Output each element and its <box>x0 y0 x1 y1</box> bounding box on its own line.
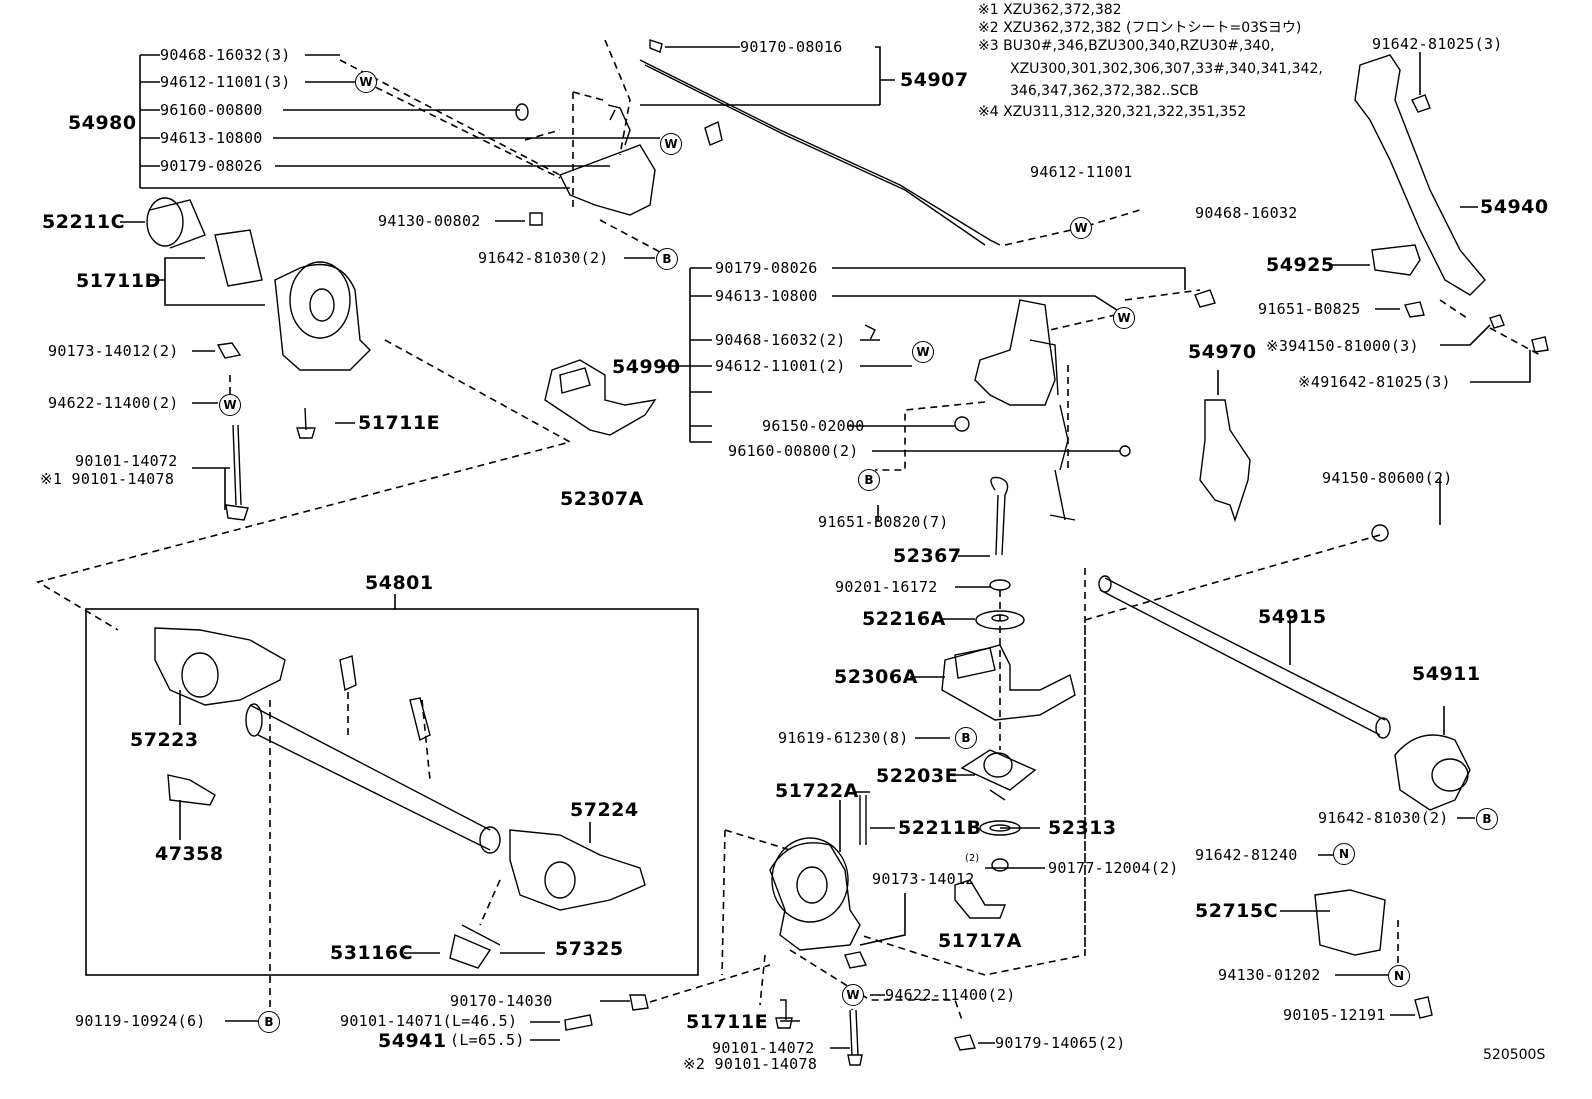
part-label: 94613-10800 <box>160 129 263 147</box>
note-2: ※2 XZU362,372,382 (フロントシート=03Sヨウ) <box>978 20 1302 36</box>
part-label: 94613-10800 <box>715 287 818 305</box>
part-label: 54925 <box>1266 254 1335 276</box>
part-label: 57325 <box>555 938 624 960</box>
part-drawings <box>146 39 1549 1066</box>
quantity-note: (2) <box>965 853 980 864</box>
part-label: 52216A <box>862 608 946 630</box>
part-label: ※1 90101-14078 <box>40 470 175 488</box>
part-label: 90105-12191 <box>1283 1006 1386 1024</box>
part-label: 91642-81240 <box>1195 846 1298 864</box>
part-label: ※491642-81025(3) <box>1298 373 1451 391</box>
bolt-marker: B <box>955 727 977 749</box>
part-label: 91642-81025(3) <box>1372 35 1503 53</box>
part-label: ※394150-81000(3) <box>1266 337 1419 355</box>
part-label: 96160-00800 <box>160 101 263 119</box>
part-label: 54940 <box>1480 196 1549 218</box>
note-3-cont-2: 346,347,362,372,382..SCB <box>1010 83 1199 99</box>
part-label: 54970 <box>1188 341 1257 363</box>
part-label: 52313 <box>1048 817 1117 839</box>
part-label: 51711D <box>76 270 161 292</box>
washer-marker: W <box>660 133 682 155</box>
leader-lines <box>85 46 1531 1049</box>
part-label: 96150-02000 <box>762 417 865 435</box>
part-label: 90179-08026 <box>715 259 818 277</box>
part-label: 94150-80600(2) <box>1322 469 1453 487</box>
part-label: 90119-10924(6) <box>75 1012 206 1030</box>
part-label: 94612-11001 <box>1030 163 1133 181</box>
part-label: 90170-14030 <box>450 992 553 1010</box>
bolt-marker: B <box>1476 808 1498 830</box>
group-label: 54990 <box>612 356 681 378</box>
part-label: 90173-14012 <box>872 870 975 888</box>
part-label: 94130-01202 <box>1218 966 1321 984</box>
part-label: 51717A <box>938 930 1022 952</box>
note-1: ※1 XZU362,372,382 <box>978 2 1122 18</box>
part-label: 52203E <box>876 765 959 787</box>
washer-marker: W <box>842 984 864 1006</box>
part-label: 90179-14065(2) <box>995 1034 1126 1052</box>
part-label: 57224 <box>570 799 639 821</box>
part-label: 57223 <box>130 729 199 751</box>
part-label: 52307A <box>560 488 644 510</box>
part-label: 90101-14072 <box>712 1039 815 1057</box>
part-label: 91642-81030(2) <box>478 249 609 267</box>
part-label: 51711E <box>686 1011 769 1033</box>
washer-marker: W <box>355 71 377 93</box>
part-label: 54915 <box>1258 606 1327 628</box>
part-label: 53116C <box>330 942 414 964</box>
part-label: 52211B <box>898 817 982 839</box>
note-3: ※3 BU30#,346,BZU300,340,RZU30#,340, <box>978 38 1275 54</box>
washer-marker: W <box>912 341 934 363</box>
part-label: 90179-08026 <box>160 157 263 175</box>
nut-marker: N <box>1388 965 1410 987</box>
nut-marker: N <box>1333 843 1355 865</box>
part-label: 90101-14071(L=46.5) <box>340 1012 518 1030</box>
washer-marker: W <box>1113 307 1135 329</box>
part-label: 47358 <box>155 843 224 865</box>
part-label: 52306A <box>834 666 918 688</box>
part-label: 52367 <box>893 545 962 567</box>
part-label: 94622-11400(2) <box>48 394 179 412</box>
note-3-cont-1: XZU300,301,302,306,307,33#,340,341,342, <box>1010 61 1323 77</box>
part-label: 94612-11001(2) <box>715 357 846 375</box>
part-label: 52715C <box>1195 900 1279 922</box>
part-label: 94622-11400(2) <box>885 986 1016 1004</box>
part-label: 90177-12004(2) <box>1048 859 1179 877</box>
part-label: 91642-81030(2) <box>1318 809 1449 827</box>
part-label: 91651-B0825 <box>1258 300 1361 318</box>
washer-marker: W <box>1070 217 1092 239</box>
group-label: 54980 <box>68 112 137 134</box>
part-label: 51722A <box>775 780 859 802</box>
note-4: ※4 XZU311,312,320,321,322,351,352 <box>978 104 1247 120</box>
bolt-marker: B <box>858 469 880 491</box>
part-label: 96160-00800(2) <box>728 442 859 460</box>
group-label: 54801 <box>365 572 434 594</box>
part-label: 90468-16032 <box>1195 204 1298 222</box>
part-label: 94612-11001(3) <box>160 73 291 91</box>
part-label: 90173-14012(2) <box>48 342 179 360</box>
part-label: 54941 <box>378 1030 447 1052</box>
part-label: 51711E <box>358 412 441 434</box>
diagram-reference-code: 520500S <box>1483 1047 1546 1063</box>
part-label: 90468-16032(2) <box>715 331 846 349</box>
washer-marker: W <box>219 394 241 416</box>
dashed-lines <box>35 39 1541 1021</box>
part-label: 52211C <box>42 211 126 233</box>
part-label: 54911 <box>1412 663 1481 685</box>
part-label: 90201-16172 <box>835 578 938 596</box>
part-label: 90170-08016 <box>740 38 843 56</box>
group-label: 54907 <box>900 69 969 91</box>
part-label: 90101-14072 <box>75 452 178 470</box>
part-label: 91651-B0820(7) <box>818 513 949 531</box>
part-label: (L=65.5) <box>450 1031 525 1049</box>
part-label: 91619-61230(8) <box>778 729 909 747</box>
bolt-marker: B <box>656 248 678 270</box>
part-label: 90468-16032(3) <box>160 46 291 64</box>
part-label: 94130-00802 <box>378 212 481 230</box>
bolt-marker: B <box>258 1011 280 1033</box>
part-label: ※2 90101-14078 <box>683 1055 818 1073</box>
